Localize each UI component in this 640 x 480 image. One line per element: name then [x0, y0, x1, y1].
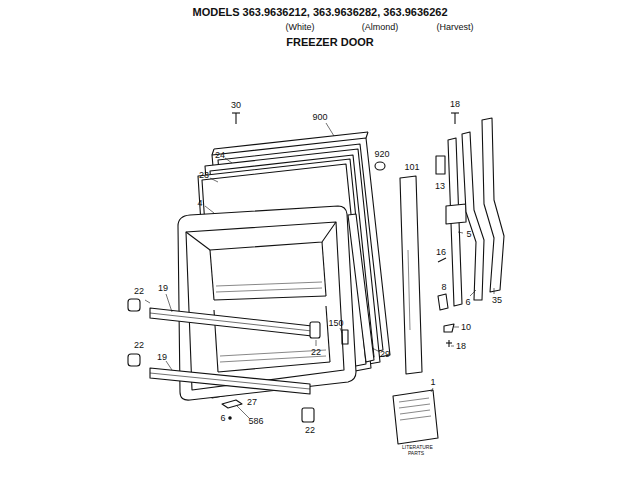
callout-number: 19 [157, 353, 167, 362]
callout-number: 4 [197, 199, 202, 208]
callout-number: 18 [456, 342, 466, 351]
callout-number: 6 [220, 414, 225, 423]
callout-number: 920 [374, 150, 389, 159]
diagram-title: MODELS 363.9636212, 363.9636282, 363.963… [192, 7, 447, 18]
callout-number: 30 [231, 101, 241, 110]
callout-number: 27 [247, 398, 257, 407]
callout-number: 5 [466, 230, 471, 239]
callout-number: 586 [248, 417, 263, 426]
callout-number: 19 [158, 284, 168, 293]
callout-number: 23 [199, 171, 209, 180]
callout-number: 6 [465, 298, 470, 307]
diagram-subtitle: FREEZER DOOR [286, 37, 373, 48]
callout-number: 16 [436, 248, 446, 257]
callout-number: 22 [134, 287, 144, 296]
callout-number: 8 [441, 283, 446, 292]
callout-number: 10 [461, 323, 471, 332]
callout-number: 1 [430, 378, 435, 387]
callout-number: 22 [311, 348, 321, 357]
color-variant: (White) [286, 23, 315, 32]
callout-number: 24 [215, 151, 225, 160]
callout-number: 29 [380, 350, 390, 359]
callout-number: 35 [492, 296, 502, 305]
color-variant: (Almond) [362, 23, 399, 32]
callout-number: 150 [328, 319, 343, 328]
callout-number: 13 [435, 182, 445, 191]
color-variant: (Harvest) [436, 23, 473, 32]
callout-number: 900 [312, 113, 327, 122]
callout-number: 18 [450, 100, 460, 109]
booklet-caption: LITERATURE PARTS [402, 445, 430, 456]
callout-number: 22 [305, 426, 315, 435]
callout-number: 101 [404, 163, 419, 172]
callout-number: 22 [134, 341, 144, 350]
